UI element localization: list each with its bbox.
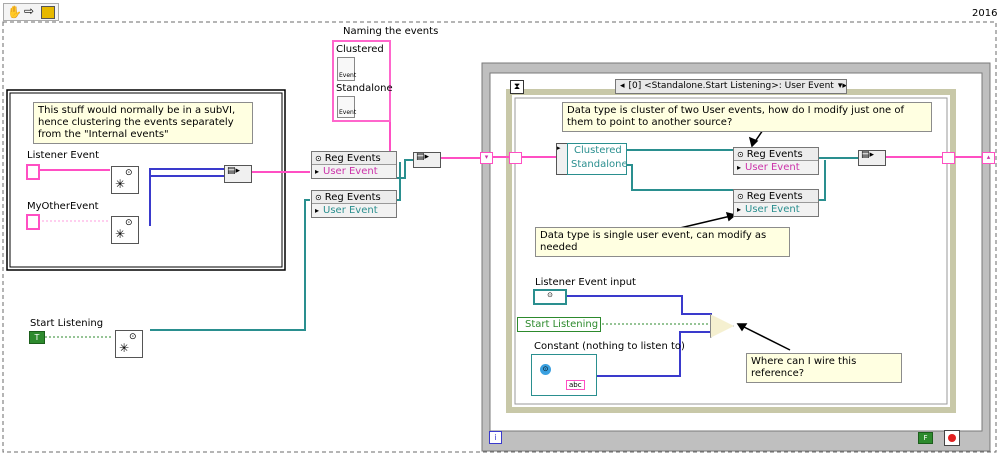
bundle-node[interactable]: ▤▸ [413,152,441,168]
event-reg-terminal[interactable]: ▾ [480,152,493,164]
event-ref-icon: ⊙ [737,149,744,159]
event-reg-terminal[interactable] [942,152,955,164]
clustered-label: Clustered [336,44,384,55]
reg-events-node[interactable]: ⊙Reg Events ▸User Event [733,147,819,175]
bundle-icon: ▤▸ [416,152,430,162]
timeout-terminal[interactable]: ⧗ [510,80,524,94]
arrow-icon: ▸ [315,167,320,176]
stop-icon[interactable] [944,430,960,446]
event-reg-terminal[interactable] [509,152,522,164]
my-other-event-terminal[interactable] [26,214,40,230]
arrow-icon: ▸ [737,205,742,214]
string-constant[interactable]: abc [566,380,585,390]
listener-event-label: Listener Event [27,150,100,161]
create-user-event-node[interactable]: ⊙ ✳ [111,216,139,244]
event-ref-icon: ⊙ [125,218,133,228]
event-ref-icon: ⊙ [125,168,133,178]
version-label: 2016 [972,8,998,19]
create-event-icon: ✳ [115,177,126,191]
info-icon[interactable]: i [489,431,502,444]
unbundle-by-name-node[interactable]: Clustered Standalone [567,143,628,175]
arrow-icon: ▸ [737,163,742,172]
create-user-event-node[interactable]: ⊙ ✳ [115,330,143,358]
event-ref-icon: Event [337,57,356,81]
my-other-event-label: MyOtherEvent [27,201,99,212]
start-listening-ref[interactable]: Start Listening [517,317,601,332]
blue-wires [149,168,712,377]
standalone-label: Standalone [336,83,393,94]
dropdown-icon: ▾▸ [837,81,847,91]
event-reg-terminal[interactable]: ▴ [982,152,995,164]
create-event-icon: ✳ [119,341,130,355]
listener-event-input-label: Listener Event input [535,277,636,288]
constant-cluster[interactable]: ⊙ abc [531,354,597,396]
single-event-note: Data type is single user event, can modi… [535,227,790,257]
unbundle-standalone-field[interactable]: Standalone [571,159,628,170]
wire-note: Where can I wire this reference? [746,353,902,383]
subvi-note: This stuff would normally be in a subVI,… [33,102,253,144]
cluster-note: Data type is cluster of two User events,… [562,102,932,132]
subvi-frame-inner [9,92,283,268]
reg-events-node[interactable]: ⊙Reg Events ▸User Event [311,190,397,218]
bundle-icon: ▤▸ [227,166,241,176]
event-ref-icon: ⊙ [129,332,137,342]
arrow-icon: ▸ [315,206,320,215]
reg-events-node[interactable]: ⊙Reg Events ▸User Event [733,189,819,217]
event-ref-icon: ⊙ [737,191,744,201]
listener-event-input-terminal[interactable]: ⊙ [533,289,567,305]
event-ref-icon: Event [337,96,356,118]
reg-events-node[interactable]: ⊙Reg Events ▸User Event [311,151,397,179]
bundle-icon: ▤▸ [861,150,875,160]
bundle-node[interactable]: ▤▸ [224,165,252,183]
event-ref-icon: ⊙ [540,364,551,375]
create-user-event-node[interactable]: ⊙ ✳ [111,166,139,194]
start-listening-label: Start Listening [30,318,104,329]
outer-loop-border [2,21,997,453]
event-ref-icon: ⊙ [315,153,322,163]
highlight-execution-icon[interactable] [41,6,55,19]
event-ref-icon: ⊙ [315,192,322,202]
hand-icon[interactable]: ✋ [7,5,22,19]
arrow-icon[interactable]: ⇨ [24,4,35,18]
false-constant[interactable]: F [918,432,933,444]
constant-label: Constant (nothing to listen to) [534,341,685,352]
unbundle-clustered-field[interactable]: Clustered [574,145,622,156]
bundle-node[interactable]: ▤▸ [858,150,886,166]
green-wires [45,323,710,338]
event-case-selector[interactable]: ◂[0] <Standalone.Start Listening>: User … [615,79,847,94]
boolean-terminal[interactable]: T [29,331,45,344]
create-event-icon: ✳ [115,227,126,241]
prev-case-icon: ◂ [620,81,625,91]
toolbar: ✋ ⇨ [3,3,59,21]
naming-events-label: Naming the events [343,26,439,37]
naming-events-cluster[interactable]: Clustered Event Standalone Event [332,40,393,122]
listener-event-terminal[interactable] [26,164,40,180]
